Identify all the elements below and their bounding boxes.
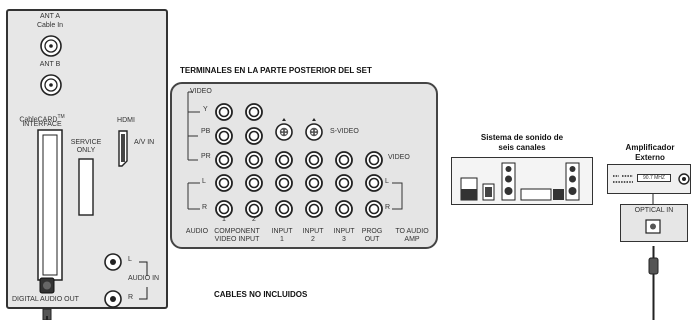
rca-jack bbox=[245, 103, 263, 121]
rca-jack bbox=[335, 200, 353, 218]
s-video-jack-1 bbox=[275, 118, 293, 141]
audio-r-label: R bbox=[128, 294, 134, 301]
ant-a-connector bbox=[40, 35, 62, 57]
rca-jack bbox=[245, 151, 263, 169]
audio-in-l-jack bbox=[104, 253, 122, 271]
rca-jack bbox=[365, 151, 383, 169]
rca-jack bbox=[335, 151, 353, 169]
sound-system-title-2: seis canales bbox=[498, 143, 546, 152]
rca-jack bbox=[245, 200, 263, 218]
input-2-label: INPUT bbox=[302, 228, 324, 235]
audio-in-label: AUDIO IN bbox=[128, 275, 160, 282]
service-port bbox=[78, 158, 94, 216]
rca-jack bbox=[275, 151, 293, 169]
only-label: ONLY bbox=[76, 147, 96, 154]
input-3-number: 3 bbox=[342, 236, 346, 243]
amplifier-title-2: Externo bbox=[635, 153, 665, 162]
amplifier-details bbox=[613, 173, 690, 185]
cablecard-slot-inner bbox=[42, 134, 58, 276]
video-group-label: VIDEO bbox=[190, 88, 212, 95]
cablecard-label: CableCARDTM bbox=[19, 114, 65, 124]
hdmi-label: HDMI bbox=[117, 117, 135, 124]
input-2-number: 2 bbox=[311, 236, 315, 243]
audio-in-r-jack bbox=[104, 290, 122, 308]
video-out-label: VIDEO bbox=[388, 154, 410, 161]
amp-display: 90.7 MHZ bbox=[637, 174, 671, 182]
component-2-label: 2 bbox=[252, 216, 256, 223]
ant-b-connector bbox=[40, 74, 62, 96]
video-input-label: VIDEO INPUT bbox=[214, 236, 260, 243]
s-video-jack-2 bbox=[305, 118, 323, 141]
amp-r-label: R bbox=[385, 204, 391, 211]
center-speaker-icon bbox=[520, 188, 552, 201]
ant-a-label: ANT A bbox=[39, 13, 61, 20]
rca-jack bbox=[245, 127, 263, 145]
av-in-label: A/V IN bbox=[134, 139, 155, 146]
to-audio-label: TO AUDIO bbox=[395, 228, 429, 235]
rca-jack bbox=[245, 174, 263, 192]
ant-b-label: ANT B bbox=[39, 61, 61, 68]
rear-terminal-panel bbox=[170, 82, 438, 249]
rca-jack-grid bbox=[215, 103, 383, 218]
sound-system-title-1: Sistema de sonido de bbox=[480, 133, 564, 142]
audio-l-label: L bbox=[128, 256, 132, 263]
amp-label: AMP bbox=[404, 236, 420, 243]
optical-in-label: OPTICAL IN bbox=[634, 207, 674, 214]
input-3-label: INPUT bbox=[333, 228, 355, 235]
component-label: COMPONENT bbox=[214, 228, 260, 235]
cablecard-slot bbox=[37, 129, 63, 281]
rca-jack bbox=[215, 103, 233, 121]
amp-bracket bbox=[392, 182, 403, 210]
audio-in-bracket bbox=[139, 261, 148, 300]
y-label: Y bbox=[203, 106, 208, 113]
rca-jack bbox=[305, 151, 323, 169]
rca-jack bbox=[365, 174, 383, 192]
subwoofer-base-icon bbox=[461, 189, 477, 200]
rca-jack bbox=[335, 174, 353, 192]
audio-l-rear-label: L bbox=[202, 178, 206, 185]
digital-audio-out-label: DIGITAL AUDIO OUT bbox=[12, 296, 79, 303]
optical-cable-left bbox=[42, 308, 52, 320]
rca-jack bbox=[275, 174, 293, 192]
rca-jack bbox=[305, 174, 323, 192]
component-1-label: 1 bbox=[222, 216, 226, 223]
out-label: OUT bbox=[364, 236, 380, 243]
video-bracket bbox=[187, 91, 200, 161]
service-label: SERVICE bbox=[70, 139, 102, 146]
amplifier-title-1: Amplificador bbox=[625, 143, 675, 152]
cable-in-label: Cable In bbox=[36, 22, 64, 29]
interface-label: INTERFACE bbox=[22, 121, 62, 128]
cables-note: CABLES NO INCLUIDOS bbox=[214, 290, 308, 299]
audio-r-rear-label: R bbox=[202, 204, 208, 211]
prog-label: PROG bbox=[361, 228, 383, 235]
rca-jack bbox=[215, 127, 233, 145]
rear-panel-title: TERMINALES EN LA PARTE POSTERIOR DEL SET bbox=[180, 66, 372, 75]
optical-in-port bbox=[645, 219, 661, 234]
input-1-label: INPUT bbox=[271, 228, 293, 235]
rca-jack bbox=[215, 174, 233, 192]
rca-jack bbox=[215, 151, 233, 169]
audio-label: AUDIO bbox=[185, 228, 209, 235]
pr-label: PR bbox=[201, 153, 211, 160]
hdmi-port-inner bbox=[121, 134, 125, 162]
amp-l-label: L bbox=[385, 178, 389, 185]
rca-jack bbox=[215, 200, 233, 218]
optical-cable-right bbox=[648, 246, 659, 320]
rca-jack bbox=[365, 200, 383, 218]
audio-bracket bbox=[187, 182, 200, 210]
receiver-icon bbox=[553, 189, 564, 200]
pb-label: PB bbox=[201, 128, 211, 135]
rca-jack bbox=[305, 200, 323, 218]
input-1-number: 1 bbox=[280, 236, 284, 243]
s-video-label: S-VIDEO bbox=[330, 128, 359, 135]
sound-system-devices bbox=[460, 162, 580, 201]
digital-audio-out-port bbox=[39, 277, 55, 294]
rca-jack bbox=[275, 200, 293, 218]
